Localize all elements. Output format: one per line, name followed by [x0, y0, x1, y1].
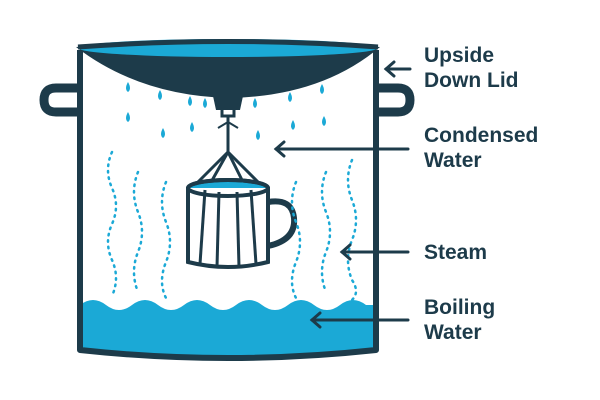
- arrow-left-icon: [383, 60, 412, 78]
- arrow-left-icon: [339, 243, 410, 261]
- right-handle-icon: [376, 83, 415, 117]
- boiling-water: [80, 300, 376, 359]
- steam-wisp-icon: [132, 170, 144, 294]
- water-droplet-icon: [203, 98, 207, 108]
- label-line: Condensed: [424, 124, 539, 147]
- label-line: Steam: [424, 241, 488, 264]
- label-line: Boiling: [424, 296, 496, 319]
- label-line: Water: [424, 149, 482, 172]
- label-line: Upside: [424, 44, 495, 67]
- steam-wisp-icon: [160, 180, 172, 300]
- label-steam: Steam: [424, 240, 487, 265]
- label-condensed-water: Condensed Water: [424, 123, 538, 173]
- pot-icon: [77, 50, 379, 361]
- condensed-droplets: [126, 82, 326, 140]
- steam-wisp-icon: [290, 180, 302, 300]
- water-droplet-icon: [161, 128, 165, 138]
- water-droplet-icon: [256, 130, 260, 140]
- water-droplet-icon: [158, 90, 162, 100]
- label-upside-down-lid: Upside Down Lid: [424, 43, 518, 93]
- label-line: Down Lid: [424, 69, 519, 92]
- water-droplet-icon: [126, 82, 130, 92]
- label-line: Water: [424, 321, 482, 344]
- water-droplet-icon: [253, 98, 257, 108]
- lid-knob-icon: [213, 96, 243, 110]
- callout-arrows: [273, 60, 412, 329]
- left-handle-icon: [39, 83, 78, 117]
- water-droplet-icon: [188, 96, 192, 106]
- water-droplet-icon: [288, 92, 292, 102]
- water-droplet-icon: [291, 120, 295, 130]
- label-boiling-water: Boiling Water: [424, 295, 495, 345]
- water-droplet-icon: [190, 122, 194, 132]
- steam-wisp-icon: [346, 158, 358, 302]
- water-droplet-icon: [126, 112, 130, 122]
- water-droplet-icon: [320, 84, 324, 94]
- arrow-left-icon: [273, 140, 410, 158]
- arrow-left-icon: [309, 311, 410, 329]
- mug-icon: [186, 178, 298, 269]
- water-droplet-icon: [322, 116, 326, 126]
- steam-wisp-icon: [106, 150, 118, 298]
- steam-wisp-icon: [320, 170, 332, 294]
- steam: [106, 150, 358, 302]
